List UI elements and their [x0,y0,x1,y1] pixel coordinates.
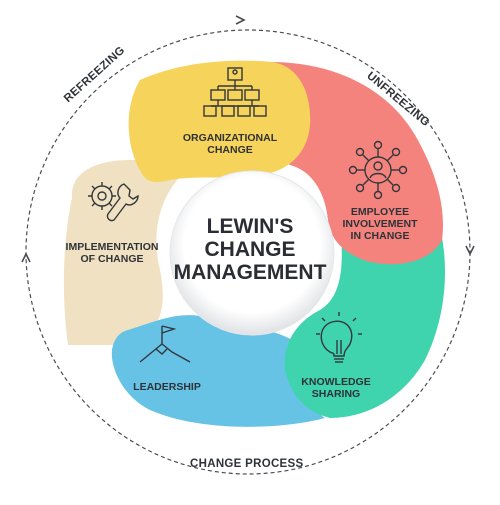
outer-dashed-ring [25,29,471,475]
label-knowledge-sharing: KNOWLEDGE SHARING [296,376,376,400]
center-title: LEWIN'S CHANGE MANAGEMENT [165,215,335,284]
segment-implementation-of-change[interactable] [63,160,201,345]
segment-employee-involvement[interactable] [270,62,443,265]
center-circle [169,170,335,336]
segment-organizational-change[interactable] [128,60,311,182]
gear-wrench-icon [88,182,139,222]
label-implementation-of-change: IMPLEMENTATION OF CHANGE [62,241,162,265]
right-arrow-icon [465,245,475,256]
left-arrow-icon [21,252,31,263]
ring-label-change-process: CHANGE PROCESS [190,458,304,470]
org-chart-icon [203,67,267,117]
center-title-line3: MANAGEMENT [173,261,327,284]
lightbulb-icon [316,312,362,363]
label-leadership-line1: LEADERSHIP [133,381,201,393]
label-organizational-change-line1: ORGANIZATIONAL [182,132,278,144]
segment-leadership[interactable] [111,315,325,427]
label-knowledge-sharing-line2: SHARING [311,388,361,400]
label-employee-involvement-line1: EMPLOYEE [350,206,410,218]
label-organizational-change: ORGANIZATIONAL CHANGE [180,132,280,156]
label-employee-involvement: EMPLOYEE INVOLVEMENT IN CHANGE [335,206,425,242]
network-people-icon [348,140,408,200]
label-implementation-line2: OF CHANGE [80,253,144,265]
segment-knowledge-sharing[interactable] [284,221,445,418]
label-employee-involvement-line2: INVOLVEMENT [342,218,418,230]
label-leadership: LEADERSHIP [132,381,202,393]
label-implementation-line1: IMPLEMENTATION [65,241,159,253]
mountain-flag-icon [139,325,191,363]
label-knowledge-sharing-line1: KNOWLEDGE [301,376,371,388]
top-arrow-icon [235,15,246,25]
center-title-line2: CHANGE [204,238,296,261]
label-employee-involvement-line3: IN CHANGE [350,230,410,242]
label-organizational-change-line2: CHANGE [207,144,253,156]
center-title-line1: LEWIN'S [206,215,294,238]
